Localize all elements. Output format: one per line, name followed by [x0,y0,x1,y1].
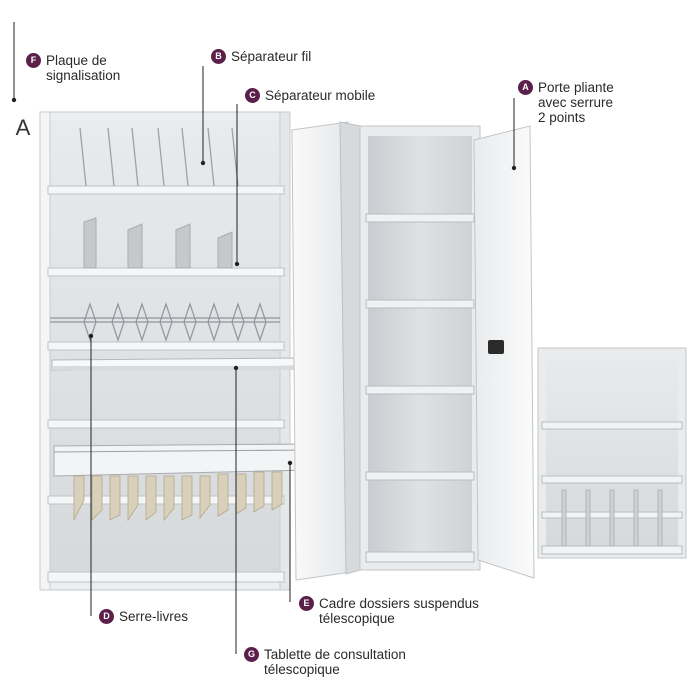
pigeonhole-dividers [561,489,663,547]
callout-d: D Serre-livres [99,609,188,624]
callout-g-line1: Tablette de consultation [264,647,406,662]
callout-g-badge: G [244,647,259,662]
telescopic-shelf [51,357,303,371]
leader-lines [13,22,515,654]
callout-f-line2: signalisation [46,68,121,83]
callout-g-line2: télescopique [264,662,340,677]
callout-d-line1: Serre-livres [119,609,189,624]
right-cabinet [537,347,687,559]
callout-e: E Cadre dossiers suspendus télescopique [299,596,479,626]
leader-dots [11,97,517,466]
wire-separators [79,127,239,187]
mobile-separators [83,217,233,269]
callout-a-line2: avec serrure [538,95,614,110]
bookend-wires [50,302,280,342]
callout-a-line1: Porte pliante [538,80,614,95]
callout-f-line1: Plaque de [46,53,107,68]
callout-c-line1: Séparateur mobile [265,88,376,103]
callout-f-badge: F [26,53,41,68]
callout-c: C Séparateur mobile [245,88,375,103]
callout-b-badge: B [211,49,226,64]
callout-e-line1: Cadre dossiers suspendus [319,596,479,611]
callout-c-badge: C [245,88,260,103]
callout-a-badge: A [518,80,533,95]
callout-g: G Tablette de consultation télescopique [244,647,406,677]
left-cabinet [39,111,311,591]
callout-d-badge: D [99,609,114,624]
signage-plate-letter: A [15,115,31,140]
callout-e-badge: E [299,596,314,611]
callout-b: B Séparateur fil [211,49,311,64]
hanging-file-frame [53,443,311,522]
callout-a-line3: 2 points [538,110,586,125]
callout-b-line1: Séparateur fil [231,49,312,64]
middle-cabinet-shelves [365,213,475,563]
callout-f: F Plaque de signalisation [26,53,120,83]
callout-a: A Porte pliante avec serrure 2 points [518,80,614,125]
callout-e-line2: télescopique [319,611,395,626]
middle-cabinet [291,121,535,581]
